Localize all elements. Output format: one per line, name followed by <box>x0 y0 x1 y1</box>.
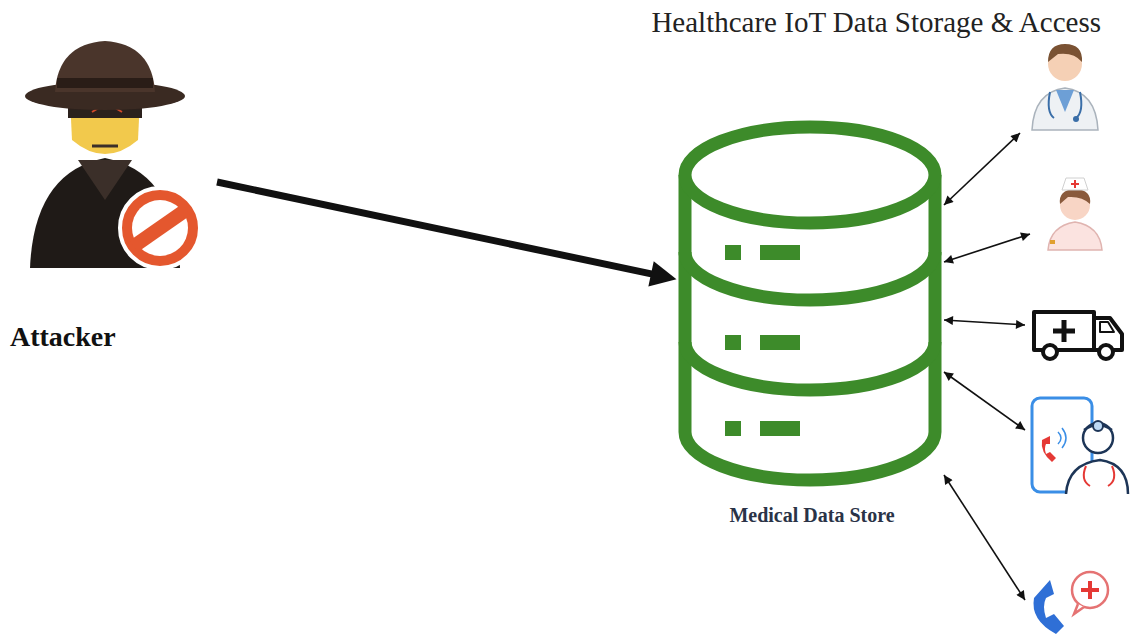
ambulance-icon <box>1034 312 1122 359</box>
access-arrow <box>944 372 1025 430</box>
telemedicine-node <box>1025 392 1130 497</box>
attacker-icon <box>25 41 200 268</box>
phone-node <box>1025 568 1115 634</box>
database-cylinder <box>685 127 935 480</box>
attack-arrow <box>217 182 654 274</box>
doctor-node <box>1020 38 1105 133</box>
access-arrow <box>944 234 1030 262</box>
phone-call-icon <box>1033 572 1108 634</box>
node-label: Medical Data Store <box>680 504 944 527</box>
data-store-node: Medical Data Store <box>680 120 944 527</box>
node-label: Attacker <box>8 321 217 353</box>
attacker-node: Attacker <box>8 35 217 353</box>
doctor-icon <box>1032 44 1098 130</box>
diagram-title: Healthcare IoT Data Storage & Access <box>651 6 1101 39</box>
ambulance-node <box>1025 300 1128 362</box>
access-arrow <box>944 133 1020 205</box>
access-arrow <box>944 320 1025 325</box>
telemedicine-icon <box>1032 398 1128 494</box>
nurse-icon <box>1048 178 1102 250</box>
access-arrow <box>944 475 1025 600</box>
nurse-node <box>1030 172 1110 254</box>
